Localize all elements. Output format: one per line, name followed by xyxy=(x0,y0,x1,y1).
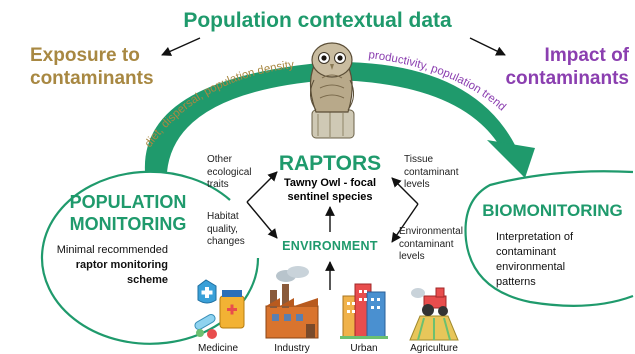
label-tissue: Tissue contaminant levels xyxy=(404,154,458,192)
diagram-title: Population contextual data xyxy=(183,9,452,32)
impact-line-1: Impact of xyxy=(544,45,629,66)
exposure-line-1: Exposure to xyxy=(30,45,140,66)
arrow-raptors-to-right xyxy=(391,177,419,205)
arrow-env-to-right xyxy=(391,203,419,243)
arrow-left-to-raptors xyxy=(246,171,278,203)
other-line-3: traits xyxy=(207,179,229,190)
source-label-industry: Industry xyxy=(274,343,310,354)
population-monitoring-title: POPULATION MONITORING xyxy=(28,192,228,235)
pm-text-line-1: Minimal recommended xyxy=(56,244,168,256)
environment-label: ENVIRONMENT xyxy=(282,239,378,253)
owl-icon xyxy=(309,42,355,139)
habitat-line-2: quality, xyxy=(207,223,238,235)
factory-icon xyxy=(265,266,319,339)
source-label-urban: Urban xyxy=(350,343,378,354)
envlevels-line-1: Environmental xyxy=(399,226,463,237)
impact-heading: Impact of contaminants xyxy=(505,44,629,90)
envlevels-line-2: contaminant xyxy=(399,238,454,250)
population-monitoring-text: Minimal recommended raptor monitoring sc… xyxy=(18,243,168,288)
green-arc-arrowhead xyxy=(487,140,535,178)
tawny-line-2: sentinel species xyxy=(287,191,373,204)
exposure-line-2: contaminants xyxy=(30,68,154,90)
bio-text-line-4: patterns xyxy=(496,275,536,288)
envlevels-line-3: levels xyxy=(399,251,425,262)
pm-text-line-2: raptor monitoring xyxy=(75,258,168,271)
tawny-line-1: Tawny Owl - focal xyxy=(283,177,377,189)
tractor-icon xyxy=(409,287,459,341)
medicine-icon xyxy=(194,279,245,339)
habitat-line-3: changes xyxy=(207,236,245,247)
bio-text-line-3: environmental xyxy=(496,260,566,273)
other-line-2: ecological xyxy=(207,166,252,178)
label-environmental: Environmental contaminant levels xyxy=(399,226,463,264)
label-other-ecological: Other ecological traits xyxy=(207,154,251,192)
source-label-agriculture: Agriculture xyxy=(410,343,458,354)
pm-title-line-2: MONITORING xyxy=(69,213,187,234)
pm-text-line-3: scheme xyxy=(127,273,168,286)
population-monitoring-circle xyxy=(40,170,260,345)
biomonitoring-circle xyxy=(464,170,634,307)
arrow-left-to-env xyxy=(246,201,278,239)
other-line-1: Other xyxy=(207,154,233,165)
bio-text-line-1: Interpretation of xyxy=(496,231,574,243)
tawny-owl-label: Tawny Owl - focal sentinel species xyxy=(240,176,420,205)
tissue-line-2: contaminant xyxy=(404,166,459,178)
arrow-to-impact xyxy=(469,37,506,56)
tissue-line-3: levels xyxy=(404,179,430,190)
source-label-medicine: Medicine xyxy=(197,343,239,354)
bio-text-line-2: contaminant xyxy=(496,245,556,258)
habitat-line-1: Habitat xyxy=(207,211,239,222)
arrow-to-exposure xyxy=(161,37,201,56)
impact-line-2: contaminants xyxy=(505,68,629,90)
biomonitoring-title: BIOMONITORING xyxy=(482,201,623,220)
pm-title-line-1: POPULATION xyxy=(69,192,187,212)
raptors-label: RAPTORS xyxy=(278,152,382,175)
tissue-line-1: Tissue xyxy=(404,154,434,165)
label-habitat: Habitat quality, changes xyxy=(207,211,245,249)
city-icon xyxy=(340,283,388,339)
biomonitoring-text: Interpretation of contaminant environmen… xyxy=(496,230,573,289)
green-arc-band xyxy=(144,61,515,172)
exposure-heading: Exposure to contaminants xyxy=(30,44,154,90)
